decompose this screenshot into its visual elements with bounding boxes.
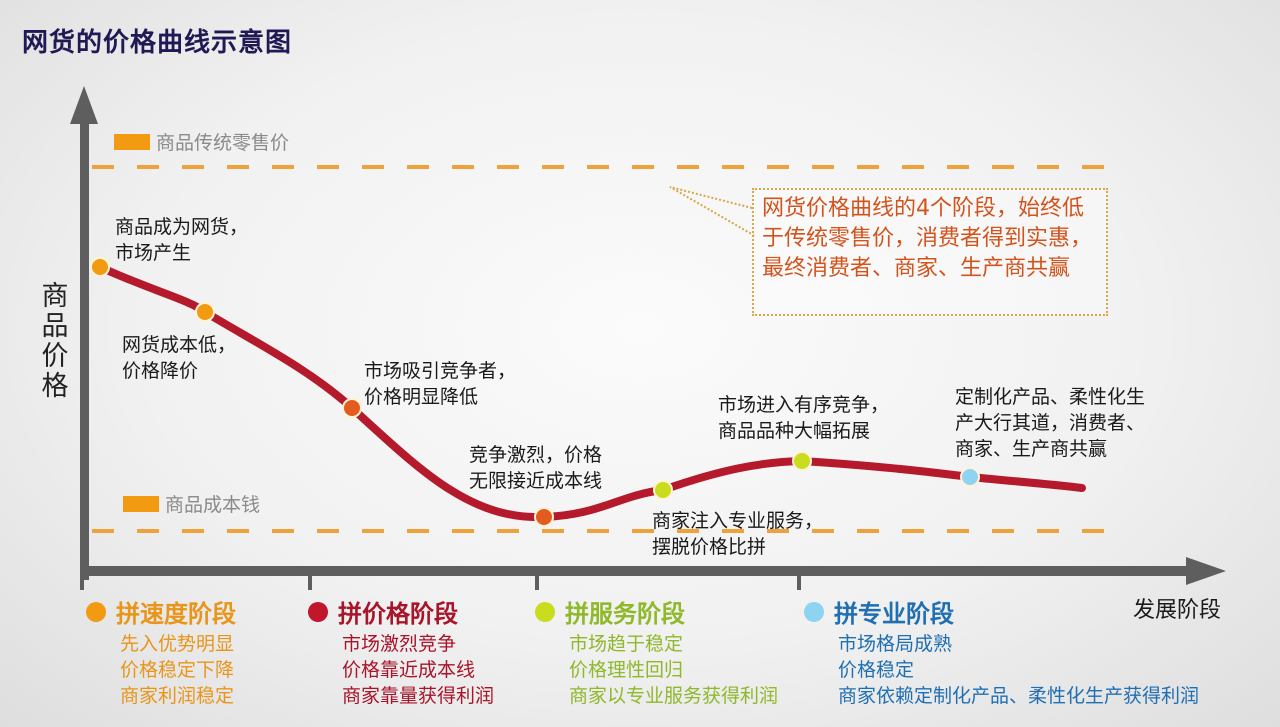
stage-dot-icon (535, 601, 555, 622)
x-axis-arrow-icon (1186, 557, 1226, 585)
annotation-2: 网货成本低， 价格降价 (122, 334, 237, 382)
stage-professional: 拼专业阶段 市场格局成熟 价格稳定 商家依赖定制化产品、柔性化生产获得利润 (804, 594, 1199, 709)
callout-note: 网货价格曲线的4个阶段，始终低于传统零售价，消费者得到实惠，最终消费者、商家、生… (752, 188, 1108, 316)
y-axis-label: 商品价格 (41, 281, 69, 402)
legend-swatch (114, 133, 150, 150)
legend-swatch (123, 495, 159, 512)
stage-speed: 拼速度阶段 先入优势明显 价格稳定下降 商家利润稳定 (86, 594, 236, 709)
stage-dot-icon (86, 601, 106, 622)
stage-dot-icon (804, 601, 824, 622)
annotation-6: 市场进入有序竞争， 商品品种大幅拓展 (718, 394, 890, 442)
x-axis (80, 566, 1200, 576)
legend-cost-price: 商品成本钱 (123, 490, 260, 517)
page-title: 网货的价格曲线示意图 (22, 28, 293, 58)
stage-dot-icon (308, 601, 328, 622)
annotation-7: 定制化产品、柔性化生 产大行其道，消费者、 商家、生产商共赢 (955, 386, 1146, 460)
price-curve (96, 263, 1086, 522)
stage-price: 拼价格阶段 市场激烈竞争 价格靠近成本线 商家靠量获得利润 (308, 594, 494, 709)
x-axis-label: 发展阶段 (1133, 598, 1222, 623)
annotation-4: 竞争激烈，价格 无限接近成本线 (469, 444, 603, 492)
y-axis-arrow-icon (70, 86, 98, 124)
legend-retail-price: 商品传统零售价 (114, 128, 289, 155)
annotation-1: 商品成为网货， 市场产生 (115, 216, 249, 264)
annotation-5: 商家注入专业服务， 摆脱价格比拼 (652, 510, 824, 558)
stage-service: 拼服务阶段 市场趋于稳定 价格理性回归 商家以专业服务获得利润 (535, 594, 778, 709)
annotation-3: 市场吸引竞争者， 价格明显降低 (364, 360, 517, 408)
y-axis (80, 120, 89, 580)
